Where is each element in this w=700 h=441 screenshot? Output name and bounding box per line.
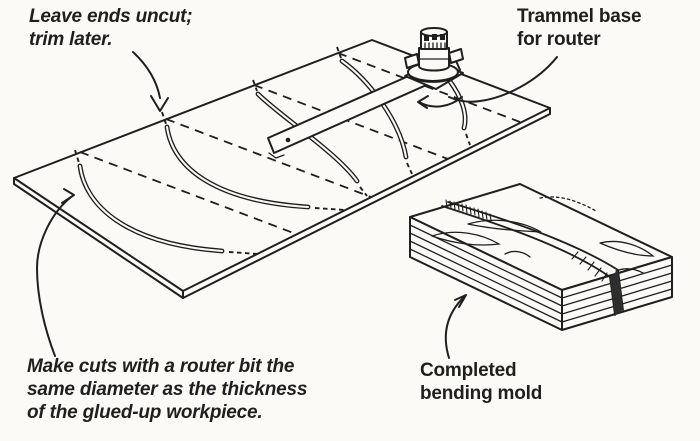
workpiece-panel xyxy=(13,39,551,299)
leave-ends-arrowhead xyxy=(150,95,169,112)
mold-kerf-gap xyxy=(610,270,623,315)
router xyxy=(404,27,464,90)
router-base-rim xyxy=(407,73,459,83)
trammel-arm-end-thickness xyxy=(268,152,285,159)
router-cap-vents xyxy=(424,34,446,49)
trammel-pivot-dot xyxy=(285,137,291,143)
mold-wood-grain xyxy=(431,196,655,274)
router-knob-right xyxy=(448,48,464,64)
kerf-5-uncut-end xyxy=(465,133,471,146)
layout-dashed-line-1 xyxy=(79,151,297,235)
leader-make-cuts xyxy=(36,188,75,357)
leader-trammel-base xyxy=(448,56,558,103)
kerf-4-uncut-ends xyxy=(336,46,413,175)
completed-mold-arrowhead xyxy=(454,294,467,308)
bending-mold xyxy=(409,183,673,331)
label-leave-ends-uncut: Leave ends uncut; trim later. xyxy=(29,6,193,51)
label-completed-bending-mold: Completed bending mold xyxy=(420,360,543,405)
leader-leave-ends-uncut xyxy=(132,51,169,112)
label-make-cuts: Make cuts with a router bit the same dia… xyxy=(27,356,308,424)
sweep-direction-arrow xyxy=(417,95,463,109)
layout-dashed-line-4 xyxy=(337,52,521,123)
make-cuts-arrowhead xyxy=(61,188,75,204)
kerf-3-uncut-ends xyxy=(252,79,368,197)
label-trammel-base: Trammel base for router xyxy=(517,6,642,51)
layout-dashed-line-3 xyxy=(253,84,449,160)
trammel-arm-board xyxy=(267,55,461,154)
sweep-arrowhead xyxy=(417,95,429,109)
trammel-arm xyxy=(267,55,461,159)
layout-dashed-line-2 xyxy=(165,118,372,198)
leader-completed-mold xyxy=(444,294,467,359)
layout-dashed-lines xyxy=(79,52,521,235)
kerf-1-uncut-ends xyxy=(74,149,259,255)
kerf-2-uncut-ends xyxy=(161,111,346,211)
mold-kerf-hatching xyxy=(445,199,608,282)
